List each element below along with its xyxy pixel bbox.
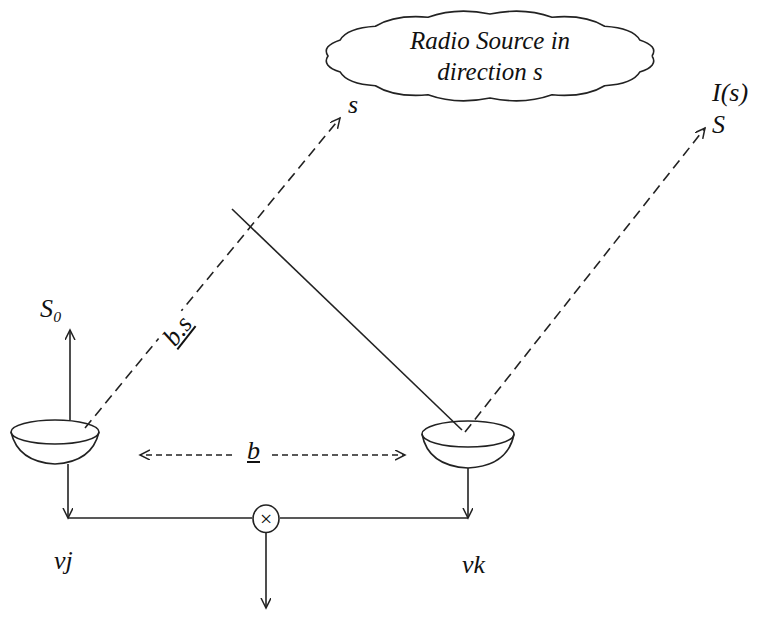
node-text: × xyxy=(259,505,274,533)
source-ray xyxy=(85,118,340,428)
cloud-outline xyxy=(320,6,660,106)
baseline-label: b xyxy=(244,438,263,464)
dish-antenna xyxy=(11,420,99,464)
source-cloud: Radio Source in direction s xyxy=(320,6,660,106)
intensity-label: I(s) xyxy=(712,80,748,106)
multiplier-circle: × xyxy=(252,504,280,534)
direction-label: s xyxy=(348,92,358,118)
baseline-arrow xyxy=(140,454,232,456)
output-wire xyxy=(265,532,267,608)
signal-wire xyxy=(467,468,469,518)
signal-wire xyxy=(67,464,69,518)
pointing-arrow xyxy=(69,330,71,420)
dish-antenna xyxy=(422,421,514,468)
source-ray xyxy=(465,128,705,432)
signal-wire xyxy=(280,517,468,519)
signal-wire xyxy=(68,517,252,519)
delay-label: b.s xyxy=(157,309,199,353)
pointing-label: S₀ xyxy=(40,296,62,322)
wavefront-line xyxy=(232,209,462,430)
frequency-label: νj xyxy=(54,548,73,574)
node-text: Radio Source in direction s xyxy=(365,25,615,88)
frequency-label: νk xyxy=(462,552,485,578)
direction-label: S xyxy=(712,112,725,138)
baseline-arrow xyxy=(272,454,405,456)
